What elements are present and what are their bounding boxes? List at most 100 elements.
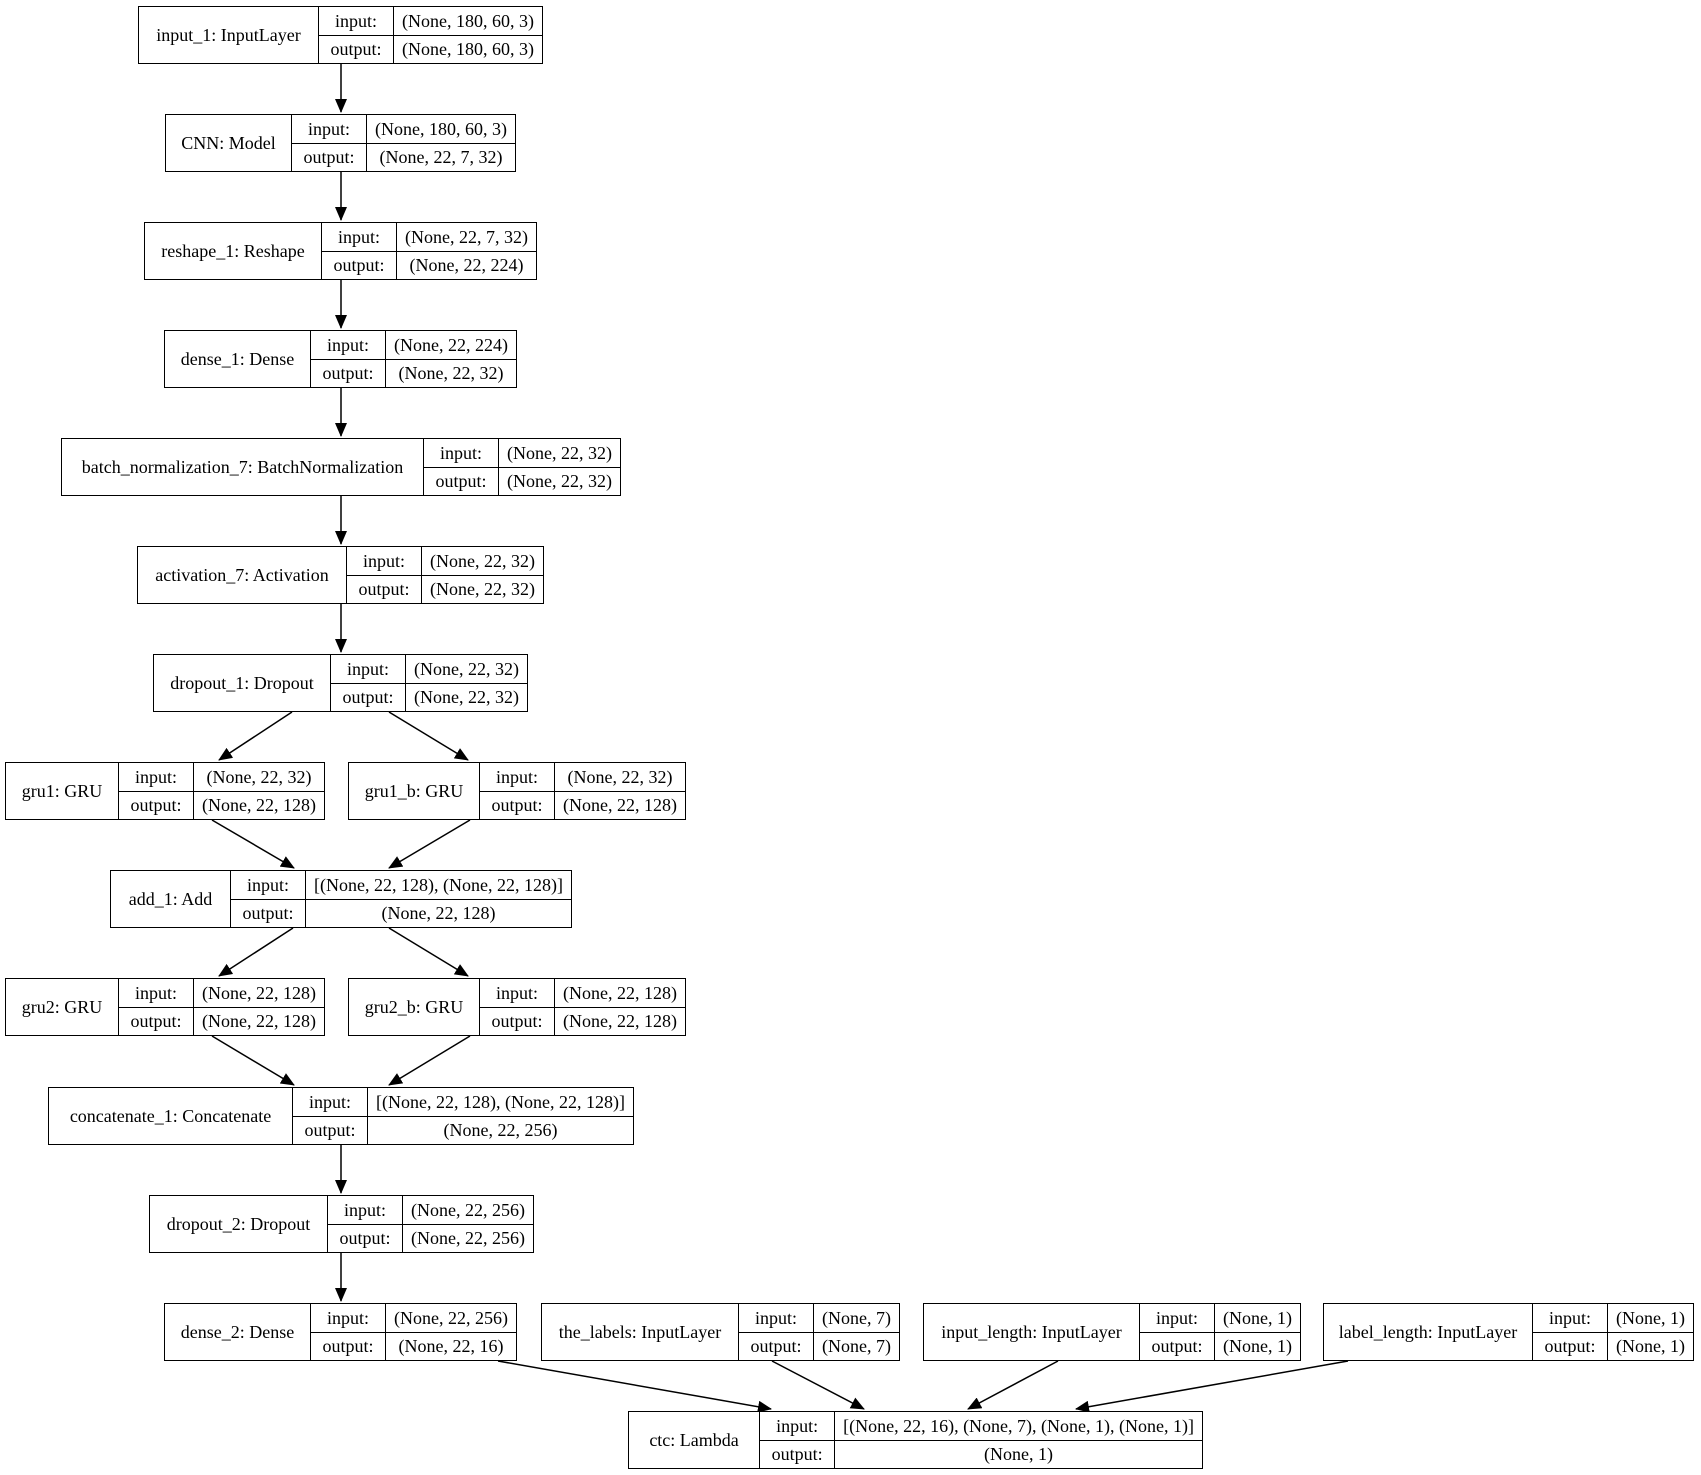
- output-label: output:: [322, 251, 398, 279]
- input-shape: [(None, 22, 128), (None, 22, 128)]: [314, 874, 563, 895]
- output-shape: (None, 22, 32): [398, 363, 504, 384]
- input-row: input: (None, 22, 256): [311, 1304, 516, 1332]
- input-row: input: (None, 180, 60, 3): [292, 115, 515, 143]
- output-label: output:: [292, 143, 368, 171]
- output-label: output:: [311, 359, 387, 387]
- layer-name: dense_1: Dense: [165, 331, 312, 387]
- output-label: output:: [760, 1440, 836, 1468]
- output-shape: (None, 22, 128): [202, 1011, 316, 1032]
- layer-name: gru1: GRU: [6, 763, 120, 819]
- edge-gru1-to-add-1: [211, 819, 295, 869]
- input-row: input:(None, 22, 32): [424, 439, 620, 467]
- layer-name: batch_normalization_7: BatchNormalizatio…: [62, 439, 425, 495]
- layer-name: CNN: Model: [166, 115, 293, 171]
- edge-input-length-to-ctc: [967, 1360, 1059, 1410]
- input-label: input:: [319, 7, 395, 35]
- input-shape: (None, 22, 256): [411, 1199, 525, 1220]
- layer-name: activation_7: Activation: [138, 547, 348, 603]
- input-shape: (None, 1): [1223, 1307, 1292, 1328]
- input-label: input:: [119, 763, 195, 791]
- output-label: output:: [293, 1116, 369, 1144]
- input-row: input:(None, 22, 128): [480, 979, 685, 1007]
- input-shape: (None, 22, 32): [567, 766, 673, 787]
- output-label: output:: [480, 791, 556, 819]
- layer-name: dropout_2: Dropout: [150, 1196, 329, 1252]
- output-row: output: (None, 22, 32): [311, 358, 516, 387]
- output-row: output: (None, 7): [739, 1331, 899, 1360]
- input-row: input:(None, 22, 224): [311, 331, 516, 359]
- input-shape: (None, 180, 60, 3): [375, 118, 507, 139]
- edge-dense-2-to-ctc: [497, 1360, 772, 1413]
- input-label: input:: [292, 115, 368, 143]
- output-row: output:(None, 22, 128): [231, 898, 571, 927]
- input-row: input:[(None, 22, 16), (None, 7), (None,…: [760, 1412, 1202, 1440]
- output-shape: (None, 1): [1616, 1336, 1685, 1357]
- layer-name: concatenate_1: Concatenate: [49, 1088, 294, 1144]
- input-label: input:: [311, 1304, 387, 1332]
- input-label: input:: [739, 1304, 815, 1332]
- input-shape: (None, 22, 256): [394, 1307, 508, 1328]
- edge-gru2-b-to-concatenate-1: [388, 1035, 471, 1086]
- output-shape: (None, 22, 16): [398, 1336, 504, 1357]
- output-label: output:: [480, 1007, 556, 1035]
- output-row: output:(None, 22, 32): [424, 466, 620, 495]
- output-label: output:: [331, 683, 407, 711]
- output-row: output:(None, 22, 256): [328, 1223, 533, 1252]
- input-label: input:: [331, 655, 407, 683]
- input-row: input: (None, 22, 32): [119, 763, 324, 791]
- input-label: input:: [347, 547, 423, 575]
- edge-the-labels-to-ctc: [771, 1360, 865, 1410]
- output-row: output:(None, 22, 32): [347, 574, 543, 603]
- layer-name: gru1_b: GRU: [349, 763, 481, 819]
- input-row: input: (None, 22, 32): [480, 763, 685, 791]
- input-label: input:: [293, 1088, 369, 1116]
- input-row: input:[(None, 22, 128), (None, 22, 128)]: [293, 1088, 633, 1116]
- edge-dropout-1-to-gru1: [218, 711, 293, 761]
- output-row: output:(None, 1): [1140, 1331, 1300, 1360]
- layer-name: ctc: Lambda: [629, 1412, 761, 1468]
- output-shape: (None, 1): [984, 1444, 1054, 1465]
- edge-add-1-to-gru2: [218, 927, 294, 977]
- input-row: input: (None, 1): [1533, 1304, 1693, 1332]
- layer-node-batch-normalization-7: batch_normalization_7: BatchNormalizatio…: [61, 438, 621, 496]
- output-shape: (None, 22, 256): [443, 1120, 558, 1141]
- input-label: input:: [1533, 1304, 1609, 1332]
- output-label: output:: [319, 35, 395, 63]
- input-label: input:: [760, 1412, 836, 1440]
- input-shape: (None, 22, 32): [507, 442, 612, 463]
- output-row: output:(None, 22, 128): [119, 790, 324, 819]
- output-label: output:: [328, 1224, 404, 1252]
- input-label: input:: [322, 223, 398, 251]
- output-label: output:: [424, 467, 500, 495]
- input-row: input:(None, 1): [1140, 1304, 1300, 1332]
- input-shape: (None, 22, 32): [206, 766, 312, 787]
- input-row: input:(None, 22, 7, 32): [322, 223, 536, 251]
- edge-dropout-1-to-gru1-b: [388, 711, 469, 761]
- output-row: output:(None, 22, 128): [119, 1006, 324, 1035]
- output-label: output:: [739, 1332, 815, 1360]
- output-row: output:(None, 180, 60, 3): [319, 34, 542, 63]
- input-row: input:(None, 7): [739, 1304, 899, 1332]
- input-label: input:: [480, 763, 556, 791]
- input-label: input:: [311, 331, 387, 359]
- output-shape: (None, 7): [822, 1336, 891, 1357]
- output-shape: (None, 22, 224): [409, 255, 524, 276]
- output-shape: (None, 22, 128): [563, 1011, 677, 1032]
- input-shape: (None, 1): [1616, 1307, 1685, 1328]
- output-shape: (None, 22, 128): [202, 795, 316, 816]
- output-shape: (None, 22, 32): [414, 687, 519, 708]
